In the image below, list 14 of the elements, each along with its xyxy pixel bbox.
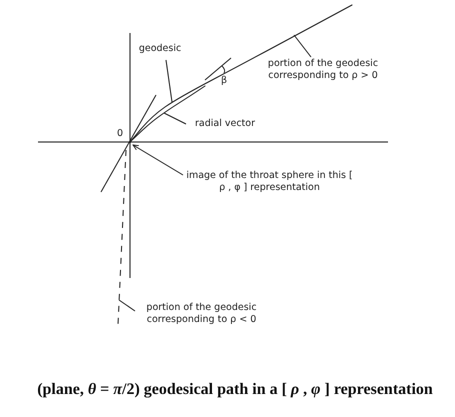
caption: (plane, θ = π/2) geodesical path in a [ ρ , φ ] representation <box>36 381 434 399</box>
leader-line <box>166 60 172 102</box>
callout-label: portion of the geodesic corresponding to ρ < 0 <box>134 302 269 326</box>
origin-label: 0 <box>117 128 124 140</box>
leader-line <box>164 112 186 124</box>
callout-label: image of the throat sphere in this [ ρ , φ ] representation <box>182 170 357 194</box>
leader-line <box>294 34 312 58</box>
dashed-line <box>118 150 126 326</box>
angle-label: β <box>221 75 228 87</box>
arrow <box>132 144 184 176</box>
callout-label: portion of the geodesic corresponding to ρ > 0 <box>248 58 398 82</box>
leader-line <box>118 300 136 312</box>
callout-label: radial vector <box>185 118 265 130</box>
callout-label: geodesic <box>135 43 185 55</box>
